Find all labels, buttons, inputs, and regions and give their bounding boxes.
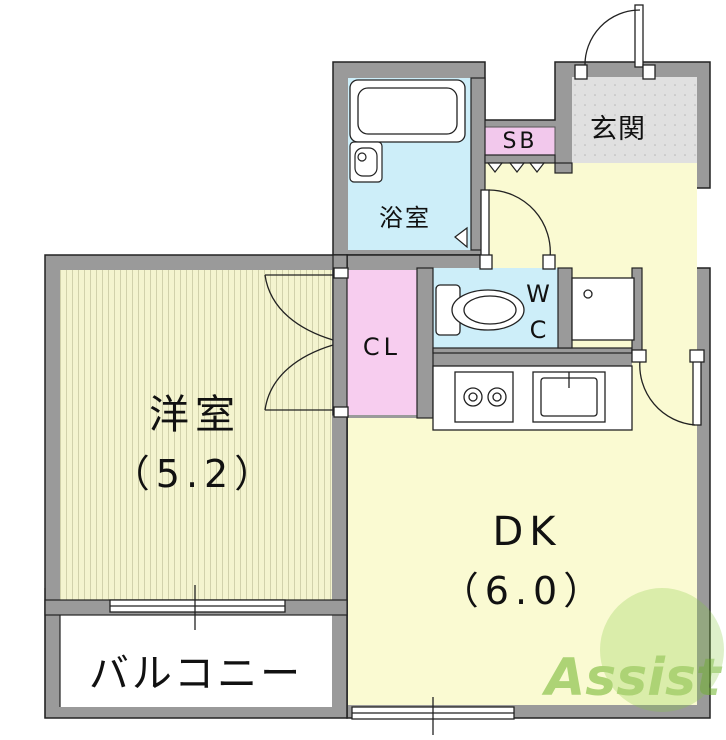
dk-size: （6.0） xyxy=(441,569,607,613)
windows xyxy=(109,585,515,735)
entrance-name: 玄関 xyxy=(590,114,646,145)
shoe-box-name: SB xyxy=(502,129,537,154)
washer-pan xyxy=(571,277,635,341)
kitchen-counter xyxy=(432,365,633,431)
closet-floor xyxy=(347,270,417,415)
shoe-box-hinges xyxy=(486,162,546,173)
watermark-text: Assist xyxy=(541,648,723,708)
closet-name: CL xyxy=(363,333,401,361)
shoe-box xyxy=(484,126,556,156)
balcony-floor xyxy=(60,615,332,707)
toilet-fixture xyxy=(435,284,525,336)
western-room-name: 洋室 xyxy=(149,392,241,438)
entrance-floor xyxy=(572,77,697,173)
toilet-name-line2: C xyxy=(530,316,547,344)
bath-name: 浴室 xyxy=(379,204,431,232)
bath-basin xyxy=(349,141,383,183)
toilet-name-line1: W xyxy=(526,280,550,308)
doors xyxy=(264,4,705,426)
dk-name: DK xyxy=(492,509,561,555)
bath-door-mark xyxy=(454,226,468,249)
western-room-size: （5.2） xyxy=(112,452,278,496)
watermark-logo: Assist xyxy=(541,588,724,712)
balcony-rail xyxy=(44,588,61,718)
balcony-name: バルコニー xyxy=(89,651,303,697)
bathtub xyxy=(349,79,466,143)
western-room-floor xyxy=(60,270,332,600)
